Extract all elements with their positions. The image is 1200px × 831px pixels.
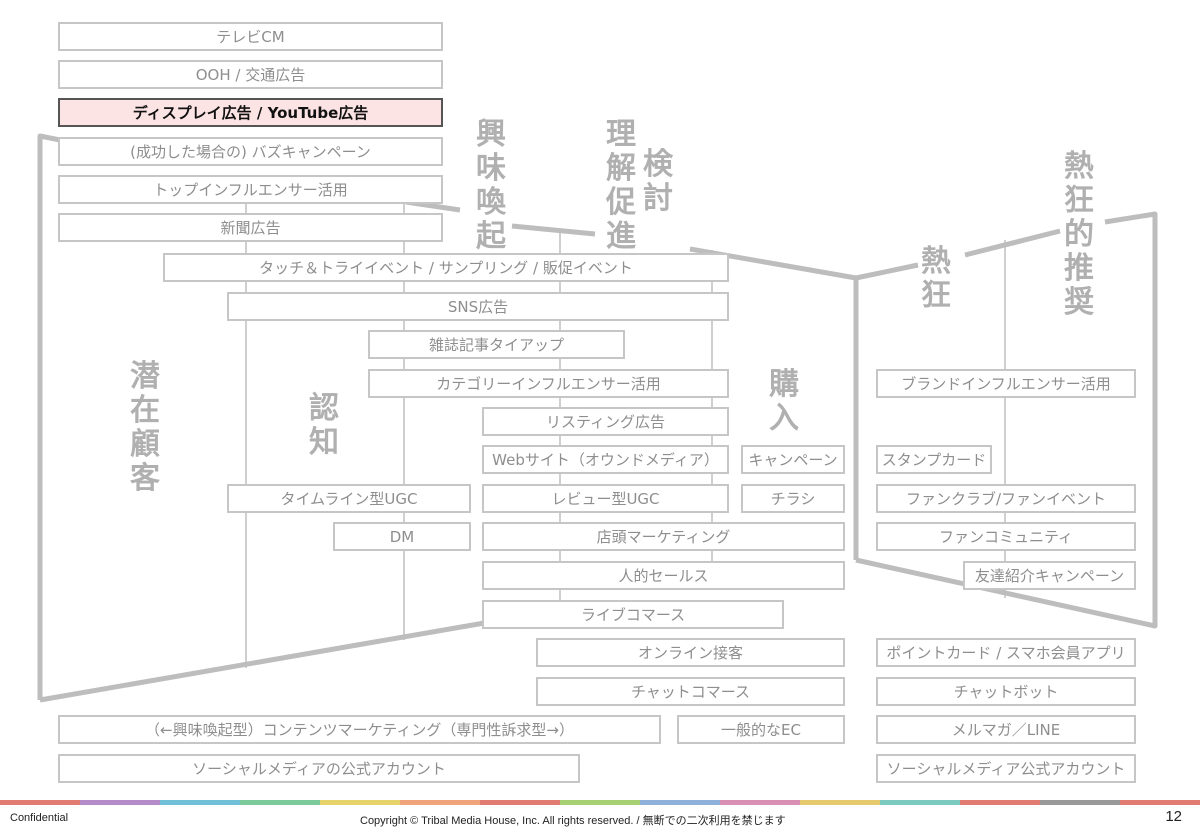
box-fan-community: ファンコミュニティ [876,522,1136,551]
footer-stripe-segment [880,800,960,805]
box-magazine-tieup: 雑誌記事タイアップ [368,330,625,359]
box-flyer: チラシ [741,484,845,513]
stage-label-advocacy: 熱 狂 的 推 奨 [1064,149,1094,320]
footer-stripe-segment [560,800,640,805]
box-top-influencer: トップインフルエンサー活用 [58,175,443,204]
box-ooh: OOH / 交通広告 [58,60,443,89]
stage-label-latent: 潜 在 顧 客 [130,359,160,496]
box-general-ec: 一般的なEC [677,715,845,744]
box-sns-official-right: ソーシャルメディア公式アカウント [876,754,1136,783]
stage-label-awareness: 認 知 [309,391,339,460]
box-listing-ad: リスティング広告 [482,407,729,436]
box-fanclub-event: ファンクラブ/ファンイベント [876,484,1136,513]
box-referral-campaign: 友達紹介キャンペーン [963,561,1136,590]
stage-label-understanding: 理 解 促 進 [606,117,636,254]
box-point-card-app: ポイントカード / スマホ会員アプリ [876,638,1136,667]
box-dm: DM [333,522,471,551]
box-chat-commerce: チャットコマース [536,677,845,706]
footer-stripe-segment [160,800,240,805]
footer-stripe-segment [720,800,800,805]
footer-color-stripe [0,800,1200,805]
box-sns-official-left: ソーシャルメディアの公式アカウント [58,754,580,783]
box-sns-ad: SNS広告 [227,292,729,321]
footer-stripe-segment [80,800,160,805]
box-buzz-campaign: (成功した場合の) バズキャンペーン [58,137,443,166]
stage-label-consideration: 検 討 [643,147,673,216]
footer-stripe-segment [480,800,560,805]
box-live-commerce: ライブコマース [482,600,784,629]
box-mailmag-line: メルマガ／LINE [876,715,1136,744]
box-content-marketing: （←興味喚起型）コンテンツマーケティング（専門性訴求型→） [58,715,661,744]
stage-label-purchase: 購 入 [769,367,799,436]
footer-confidential: Confidential [10,812,69,824]
box-online-service: オンライン接客 [536,638,845,667]
box-store-marketing: 店頭マーケティング [482,522,845,551]
footer-stripe-segment [1120,800,1200,805]
page-number: 12 [1165,808,1182,825]
box-tvcm: テレビCM [58,22,443,51]
footer-stripe-segment [640,800,720,805]
box-brand-influencer: ブランドインフルエンサー活用 [876,369,1136,398]
box-category-influencer: カテゴリーインフルエンサー活用 [368,369,729,398]
box-display-youtube-highlighted: ディスプレイ広告 / YouTube広告 [58,98,443,127]
stage-label-interest: 興 味 喚 起 [476,117,506,254]
box-campaign: キャンペーン [741,445,845,474]
footer-stripe-segment [0,800,80,805]
footer-stripe-segment [960,800,1040,805]
box-review-ugc: レビュー型UGC [482,484,729,513]
box-chatbot: チャットボット [876,677,1136,706]
box-newspaper: 新聞広告 [58,213,443,242]
box-touch-try-event: タッチ＆トライイベント / サンプリング / 販促イベント [163,253,729,282]
funnel-diagram [37,133,1158,703]
footer-stripe-segment [400,800,480,805]
footer-copyright: Copyright © Tribal Media House, Inc. All… [360,815,786,827]
box-website-owned-media: Webサイト（オウンドメディア） [482,445,729,474]
footer-stripe-segment [800,800,880,805]
footer-stripe-segment [240,800,320,805]
stage-label-enthusiasm: 熱 狂 [921,244,951,313]
footer-stripe-segment [1040,800,1120,805]
funnel-outline [37,133,1158,703]
box-stamp-card: スタンプカード [876,445,992,474]
box-personal-sales: 人的セールス [482,561,845,590]
footer-stripe-segment [320,800,400,805]
box-timeline-ugc: タイムライン型UGC [227,484,471,513]
